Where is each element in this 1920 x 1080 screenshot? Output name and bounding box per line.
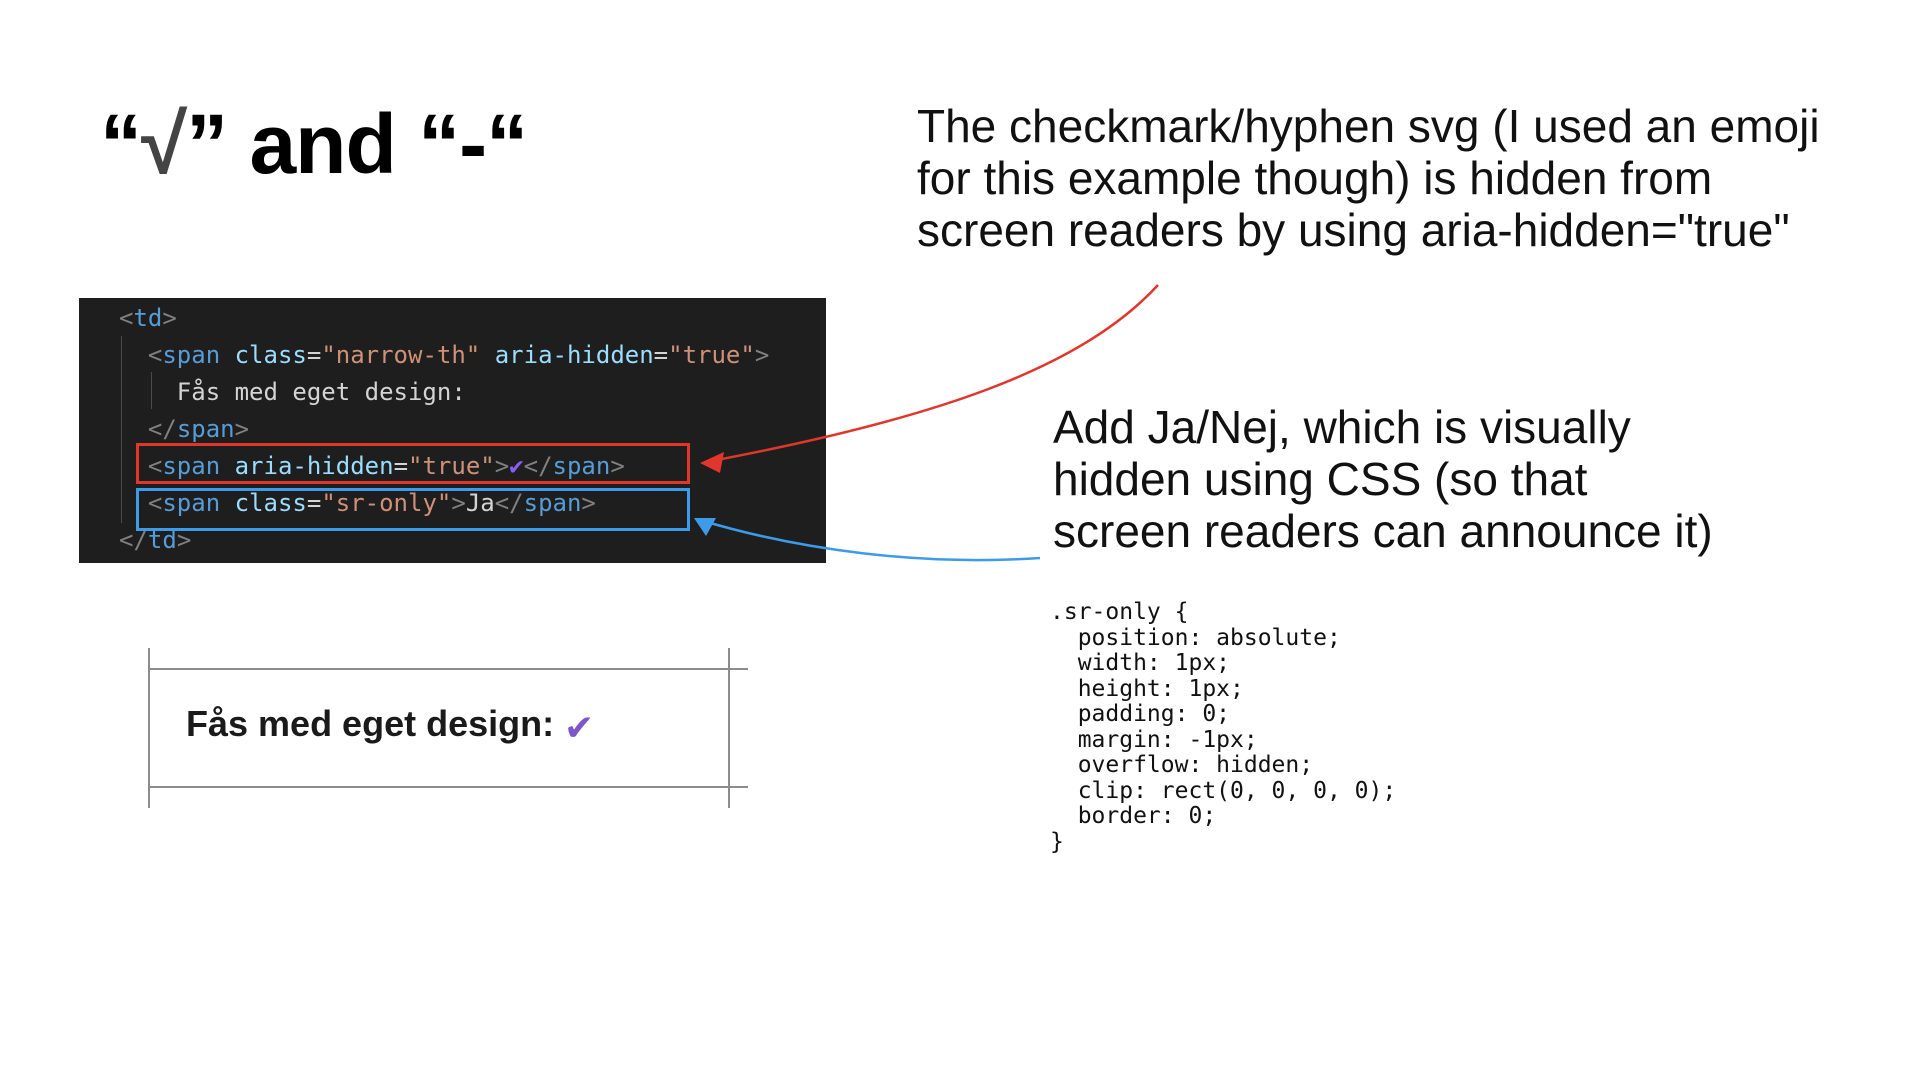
annotation-line: Add Ja/Nej, which is visually	[1053, 401, 1631, 453]
code-token	[480, 341, 494, 369]
code-token: >	[610, 452, 625, 480]
code-line: Fås med eget design:	[119, 374, 466, 411]
preview-cell-text: Fås med eget design:	[186, 703, 555, 744]
code-token: >	[581, 489, 596, 517]
code-token: span	[552, 452, 611, 480]
code-token: span	[162, 452, 221, 480]
table-border-right	[728, 648, 730, 808]
title-open-quote: “	[100, 97, 142, 191]
code-token: <	[147, 489, 163, 517]
table-border-top	[148, 668, 748, 670]
check-icon: ✔	[509, 452, 524, 480]
code-indent	[119, 341, 148, 369]
code-token: >	[754, 341, 770, 369]
code-token: span	[523, 489, 582, 517]
code-token: class	[234, 489, 307, 517]
code-indent	[119, 415, 148, 443]
code-token: class	[234, 341, 307, 369]
code-line: </span>	[119, 411, 249, 448]
code-token: >	[494, 452, 510, 480]
indent-guide	[151, 372, 152, 409]
rendered-table-preview	[148, 648, 748, 808]
code-token: =	[306, 489, 322, 517]
code-token: </	[523, 452, 553, 480]
annotation-line: screen readers can announce it)	[1053, 505, 1713, 557]
code-indent	[119, 378, 177, 406]
code-token: Ja	[465, 489, 495, 517]
code-token: >	[176, 526, 192, 554]
table-border-bottom	[148, 786, 748, 788]
code-token: "true"	[668, 341, 755, 369]
code-token: =	[653, 341, 669, 369]
code-token: </	[494, 489, 524, 517]
code-line: <td>	[119, 300, 177, 337]
check-icon: ✔	[564, 708, 595, 749]
annotation-line: The checkmark/hyphen svg (I used an emoj…	[917, 100, 1820, 152]
code-editor-panel: <td> <span class="narrow-th" aria-hidden…	[79, 298, 826, 563]
sr-only-css-snippet: .sr-only { position: absolute; width: 1p…	[1050, 599, 1397, 855]
annotation-line: hidden using CSS (so that	[1053, 453, 1588, 505]
code-line: <span class="sr-only">Ja</span>	[119, 485, 596, 522]
code-token: aria-hidden	[234, 452, 394, 480]
title-rest: ” and “-“	[186, 97, 528, 191]
annotation-line: for this example though) is hidden from	[917, 152, 1713, 204]
code-token: "narrow-th"	[321, 341, 481, 369]
code-token: Fås med eget design:	[176, 378, 466, 406]
code-token: >	[234, 415, 250, 443]
code-token: <	[147, 341, 163, 369]
table-border-left	[148, 648, 150, 808]
code-token: <	[147, 452, 163, 480]
aria-hidden-highlight-box	[136, 443, 690, 484]
code-token: "sr-only"	[321, 489, 452, 517]
code-token: td	[133, 304, 163, 332]
code-token: <	[119, 304, 134, 332]
code-token: span	[176, 415, 235, 443]
code-token	[220, 341, 234, 369]
code-token: aria-hidden	[494, 341, 654, 369]
code-token: </	[147, 415, 177, 443]
annotation-line: screen readers by using aria-hidden="tru…	[917, 204, 1790, 256]
slide-title: “√” and “-“	[100, 96, 528, 193]
code-token: span	[162, 341, 221, 369]
code-token: =	[393, 452, 409, 480]
code-token: =	[306, 341, 322, 369]
code-token: span	[162, 489, 221, 517]
indent-guide	[121, 336, 122, 523]
code-token: >	[162, 304, 177, 332]
code-token: "true"	[408, 452, 495, 480]
annotation-sr-only: Add Ja/Nej, which is visually hidden usi…	[1053, 401, 1813, 557]
code-line: <span class="narrow-th" aria-hidden="tru…	[119, 337, 769, 374]
code-line: <span aria-hidden="true">✔</span>	[119, 448, 625, 485]
code-token: >	[451, 489, 466, 517]
title-check-symbol: √	[141, 97, 187, 191]
sr-only-highlight-box	[136, 488, 690, 531]
annotation-aria-hidden: The checkmark/hyphen svg (I used an emoj…	[917, 100, 1897, 256]
